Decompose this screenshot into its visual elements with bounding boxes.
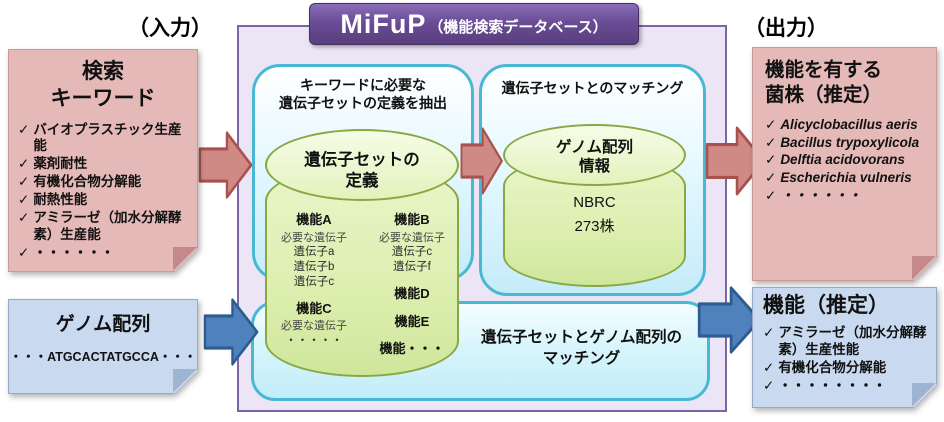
check-icon: ✓: [18, 174, 30, 190]
gene-set-line: ・・・・・: [285, 334, 343, 347]
gene-set-title: 遺伝子セットの 定義: [304, 151, 420, 190]
function-note-title: 機能（推定）: [763, 294, 889, 317]
input-label: （入力）: [128, 17, 212, 40]
cylinder-lid: [503, 124, 686, 186]
gene-set-line: 機能C: [296, 300, 332, 316]
strain-list-item: ✓ Alicyclobacillus aeris: [765, 116, 918, 132]
strain-list-item: ✓ ・・・・・・: [765, 188, 862, 204]
keyword-list-item: ✓ アミラーゼ（加水分解酵素）生産能: [18, 209, 182, 242]
check-icon: ✓: [18, 244, 30, 260]
gene-set-line: 機能・・・: [379, 341, 445, 357]
gene-set-line: 機能E: [394, 313, 430, 329]
check-icon: ✓: [763, 377, 775, 393]
gene-set-line: 遺伝子c: [391, 246, 433, 259]
mifup-header: MiFuP （機能検索データベース）: [309, 3, 639, 45]
output-label: （出力）: [744, 17, 828, 40]
strain-output-arrow-icon: [705, 123, 767, 199]
keyword-input-arrow-icon: [198, 128, 254, 202]
genome-sequence-text: ・・・ATGCACTATGCCA・・・: [9, 349, 197, 364]
gene-set-columns: 機能A 必要な遺伝子 遺伝子a 遺伝子b 遺伝子c 機能C 必要な遺伝子 ・・: [265, 201, 459, 357]
gene-set-line: 必要な遺伝子: [379, 231, 445, 244]
function-output-arrow-icon: [697, 283, 763, 357]
genome-note-title: ゲノム配列: [55, 314, 151, 335]
check-icon: ✓: [18, 209, 30, 225]
keyword-list-item: ✓ ・・・・・・: [18, 244, 115, 260]
genome-matching-title: 遺伝子セットとゲノム配列の マッチング: [480, 329, 683, 367]
gene-set-database-cylinder: 遺伝子セットの 定義 機能A 必要な遺伝子 遺伝子a 遺伝子b 遺伝子c: [265, 129, 459, 377]
genome-db-content: ゲノム配列 情報 NBRC 273株: [503, 124, 686, 287]
gene-set-line: 遺伝子f: [393, 261, 431, 274]
function-list-item: ✓ 有機化合物分解能: [763, 360, 887, 376]
strain-list-item: ✓ Delftia acidovorans: [765, 152, 905, 168]
genome-input-arrow-icon: [203, 295, 260, 369]
strain-output-note: 機能を有する 菌株（推定） ✓ Alicyclobacillus aeris ✓…: [752, 47, 937, 281]
mifup-subtitle: （機能検索データベース）: [428, 18, 608, 36]
check-icon: ✓: [763, 360, 775, 376]
gene-set-line: 必要な遺伝子: [281, 320, 347, 333]
function-list: ✓ アミラーゼ（加水分解酵素）生産性能 ✓ 有機化合物分解能 ✓ ・・・・・・・…: [753, 325, 936, 395]
gene-set-line: 必要な遺伝子: [281, 231, 347, 244]
check-icon: ✓: [18, 192, 30, 208]
strain-note-title: 機能を有する 菌株（推定）: [765, 59, 883, 107]
keyword-list-item: ✓ 耐熱性能: [18, 192, 88, 208]
function-list-item: ✓ ・・・・・・・・: [763, 377, 887, 393]
strain-list: ✓ Alicyclobacillus aeris ✓ Bacillus tryp…: [753, 117, 936, 205]
gene-set-line: 遺伝子b: [293, 261, 335, 274]
function-output-note: 機能（推定） ✓ アミラーゼ（加水分解酵素）生産性能 ✓ 有機化合物分解能 ✓: [752, 287, 937, 408]
mifup-title: MiFuP: [340, 8, 427, 39]
gene-set-line: 機能A: [296, 212, 332, 228]
genome-db-title: ゲノム配列 情報: [555, 139, 634, 176]
gene-set-line: 機能B: [394, 212, 430, 228]
gene-set-column-1: 機能A 必要な遺伝子 遺伝子a 遺伝子b 遺伝子c 機能C 必要な遺伝子 ・・: [281, 201, 347, 357]
geneset-to-matching-arrow-icon: [460, 124, 504, 198]
gene-set-line: 遺伝子c: [293, 275, 335, 288]
keyword-note-title: 検索 キーワード: [50, 60, 156, 111]
folded-corner-icon: [173, 369, 197, 393]
check-icon: ✓: [765, 134, 777, 150]
strain-list-item: ✓ Bacillus trypoxylicola: [765, 134, 920, 150]
strain-list-item: ✓ Escherichia vulneris: [765, 170, 912, 186]
keyword-input-note: 検索 キーワード ✓ バイオプラスチック生産能 ✓ 薬剤耐性 ✓: [8, 49, 198, 272]
check-icon: ✓: [765, 188, 777, 204]
cylinder-lid: [265, 129, 459, 201]
gene-set-line: 遺伝子a: [293, 246, 335, 259]
genome-database-cylinder: ゲノム配列 情報 NBRC 273株: [503, 124, 686, 287]
folded-corner-icon: [912, 256, 936, 280]
check-icon: ✓: [763, 325, 775, 341]
check-icon: ✓: [765, 152, 777, 168]
matching-stage-title: 遺伝子セットとのマッチング: [501, 80, 684, 96]
genome-input-note: ゲノム配列 ・・・ATGCACTATGCCA・・・: [8, 299, 198, 394]
gene-set-column-2: 機能B 必要な遺伝子 遺伝子c 遺伝子f 機能D 機能E 機能・・・: [379, 201, 445, 357]
gene-set-line: 機能D: [394, 285, 430, 301]
extract-stage-title: キーワードに必要な 遺伝子セットの定義を抽出: [279, 77, 447, 112]
keyword-list-item: ✓ 薬剤耐性: [18, 156, 88, 172]
check-icon: ✓: [18, 156, 30, 172]
gene-set-content: 遺伝子セットの 定義 機能A 必要な遺伝子 遺伝子a 遺伝子b 遺伝子c: [265, 129, 459, 377]
folded-corner-icon: [912, 383, 936, 407]
folded-corner-icon: [173, 247, 197, 271]
check-icon: ✓: [18, 121, 30, 137]
check-icon: ✓: [765, 170, 777, 186]
keyword-list-item: ✓ バイオプラスチック生産能: [18, 121, 182, 154]
check-icon: ✓: [765, 116, 777, 132]
keyword-list: ✓ バイオプラスチック生産能 ✓ 薬剤耐性 ✓ 有機化合物分解能 ✓: [9, 122, 197, 262]
function-list-item: ✓ アミラーゼ（加水分解酵素）生産性能: [763, 325, 927, 358]
keyword-list-item: ✓ 有機化合物分解能: [18, 174, 142, 190]
genome-db-subtitle: NBRC 273株: [573, 193, 616, 235]
